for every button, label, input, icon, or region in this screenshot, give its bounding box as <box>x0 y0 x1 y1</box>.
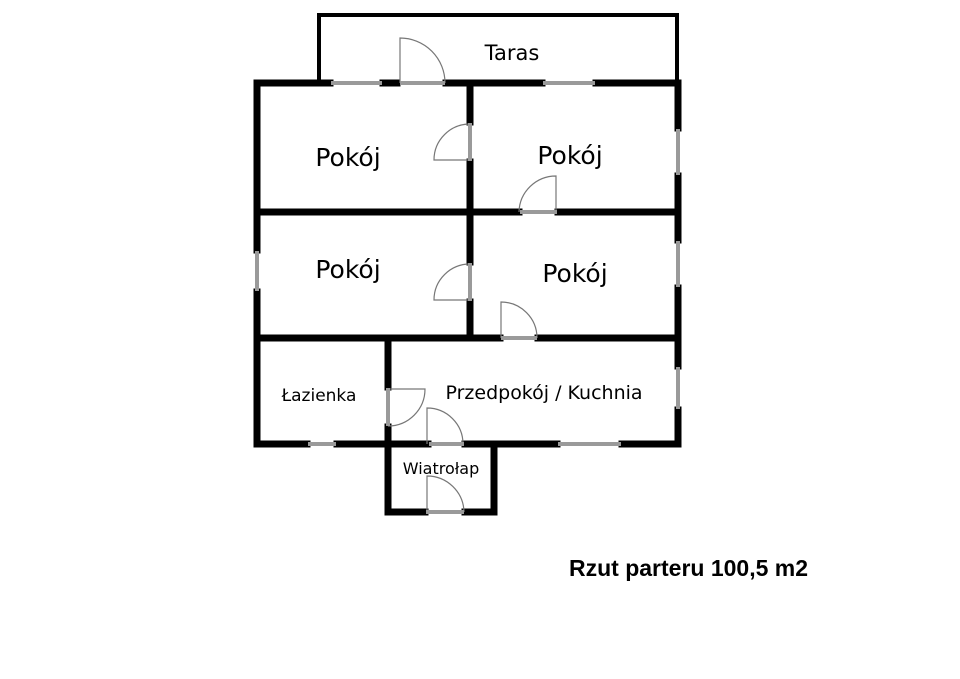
room-label-mid-right: Pokój <box>542 259 607 288</box>
room-label-mid-left: Pokój <box>315 255 380 284</box>
walls <box>253 79 682 516</box>
room-label-top-right: Pokój <box>537 141 602 170</box>
room-label-vestibule: Wiatrołap <box>403 459 480 478</box>
windows <box>255 81 680 446</box>
room-label-top-left: Pokój <box>315 143 380 172</box>
floor-plan-caption: Rzut parteru 100,5 m2 <box>569 555 809 581</box>
terrace-outline <box>317 13 679 83</box>
doors <box>386 37 557 514</box>
room-label-hall-kitchen: Przedpokój / Kuchnia <box>445 382 642 404</box>
room-label-terrace: Taras <box>484 41 540 65</box>
room-label-bathroom: Łazienka <box>281 386 357 406</box>
